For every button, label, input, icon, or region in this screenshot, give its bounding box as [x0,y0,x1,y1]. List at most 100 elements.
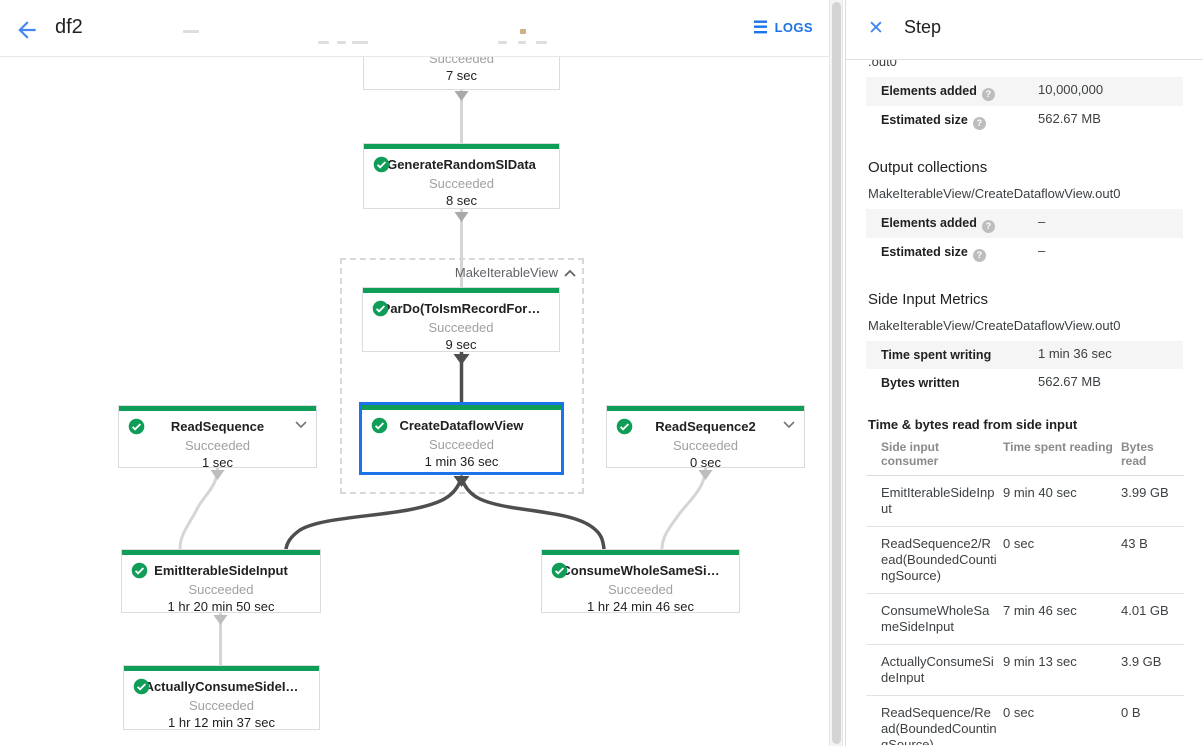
cell-bytes: 43 B [1121,526,1184,594]
cell-consumer: ConsumeWholeSameSideInput [866,593,1003,645]
job-title: df2 [55,16,83,38]
logs-list-icon: ☰ [752,18,769,37]
column-header: Bytes read [1121,436,1184,476]
side-input-read-table: Side input consumer Time spent reading B… [866,436,1184,745]
arrowhead [454,212,469,222]
node-read-sequence[interactable]: ReadSequence Succeeded 1 sec [118,405,317,470]
ghost-mark [498,41,507,44]
node-create-dataflow-view[interactable]: CreateDataflowView Succeeded 1 min 36 se… [359,402,564,475]
node-title: EmitIterableSideInput [154,563,288,578]
node-time: 9 sec [445,337,477,352]
metric-value: – [1038,214,1046,229]
node-read-sequence2[interactable]: ReadSequence2 Succeeded 0 sec [606,405,805,470]
node-time: 8 sec [445,193,478,208]
table-row: ActuallyConsumeSideInput 9 min 13 sec 3.… [866,644,1184,696]
output-collection-name: MakeIterableView/CreateDataflowView.out0 [868,186,1121,201]
step-details-panel: ✕ Step .out0 Elements added? 10,000,000 … [845,0,1203,746]
success-check-icon [133,678,150,695]
node-time: 1 hr 12 min 37 sec [168,715,275,730]
status-bar-success [122,550,320,555]
node-status: Succeeded [428,176,495,191]
success-check-icon [128,418,145,435]
node-emit-iterable-side-input[interactable]: EmitIterableSideInput Succeeded 1 hr 20 … [121,549,321,614]
chevron-down-icon[interactable] [783,421,795,429]
cell-bytes: 4.01 GB [1121,593,1184,645]
edge-cdv-to-emit [284,475,464,551]
node-status: Succeeded [428,57,495,66]
job-graph-canvas[interactable]: MakeIterableView Succeeded 7 s [0,57,829,746]
table-header-row: Side input consumer Time spent reading B… [866,436,1184,476]
node-status: Succeeded [188,698,255,713]
success-check-icon [371,417,388,434]
cell-bytes: 3.99 GB [1121,475,1184,527]
metric-label: Estimated size [881,113,968,127]
back-arrow-icon[interactable] [14,17,40,43]
success-check-icon [372,300,389,317]
node-time: 7 sec [445,68,478,83]
ghost-mark [518,41,526,44]
help-icon[interactable]: ? [981,88,995,101]
metric-row-elements-added: Elements added? 10,000,000 [866,77,1183,106]
node-time: 1 min 36 sec [424,454,499,469]
graph-scrollbar[interactable] [829,0,843,746]
group-make-iterable-view-header[interactable]: MakeIterableView [400,265,576,280]
node-consume-whole-same-side-input[interactable]: ConsumeWholeSameSi… Succeeded 1 hr 24 mi… [541,549,740,614]
node-title: ActuallyConsumeSideI… [144,679,299,694]
metric-label: Elements added [881,216,977,230]
cell-time: 9 min 13 sec [1003,644,1121,696]
node-time: 1 hr 20 min 50 sec [167,599,275,614]
output-collection-metrics: Elements added? – Estimated size? – [866,209,1183,267]
node-time: 1 hr 24 min 46 sec [587,599,694,614]
panel-body[interactable]: .out0 Elements added? 10,000,000 Estimat… [846,60,1203,745]
chevron-up-icon[interactable] [564,269,576,277]
help-icon[interactable]: ? [972,117,986,130]
help-icon[interactable]: ? [981,220,995,233]
node-pardo-toismrecord[interactable]: ParDo(ToIsmRecordFor… Succeeded 9 sec [362,287,560,352]
node-status: Succeeded [428,320,494,335]
panel-title: Step [904,17,942,37]
status-bar-success [542,550,739,555]
status-bar-success [362,405,561,410]
metric-value: 562.67 MB [1038,111,1101,126]
success-check-icon [373,156,390,173]
node-title: ParDo(ToIsmRecordFor… [381,301,541,316]
node-status: Succeeded [188,582,254,597]
node-generate-random-si-data[interactable]: GenerateRandomSIData Succeeded 8 sec [363,143,560,209]
ghost-mark [183,30,199,33]
metric-label: Time spent writing [881,348,992,362]
table-row: EmitIterableSideInput 9 min 40 sec 3.99 … [866,475,1184,527]
node-status: Succeeded [607,582,674,597]
help-icon[interactable]: ? [972,249,986,262]
cell-consumer: ReadSequence2/Read(BoundedCountingSource… [866,526,1003,594]
arrowhead [698,470,713,480]
edge-cdv-to-consume [459,475,606,551]
status-bar-success [119,406,316,411]
arrowhead [454,91,469,101]
ghost-mark [337,41,346,44]
graph-scrollbar-thumb[interactable] [832,2,841,744]
success-check-icon [616,418,633,435]
read-table-heading: Time & bytes read from side input [868,417,1078,432]
table-row: ReadSequence/Read(BoundedCountingSource)… [866,695,1184,745]
logs-button-label: LOGS [774,20,813,35]
edge-readsequence2-to-consume [660,467,707,550]
column-header: Time spent reading [1003,436,1121,476]
side-input-metrics-heading: Side Input Metrics [868,291,989,308]
node-top-clipped[interactable]: Succeeded 7 sec [363,57,560,90]
cell-time: 0 sec [1003,695,1121,745]
metric-label: Bytes written [881,376,960,390]
metric-row-estimated-size: Estimated size? 562.67 MB [866,106,1183,135]
node-actually-consume-side-input[interactable]: ActuallyConsumeSideI… Succeeded 1 hr 12 … [123,665,320,730]
metric-label: Estimated size [881,245,968,259]
cell-time: 9 min 40 sec [1003,475,1121,527]
close-icon[interactable]: ✕ [868,18,884,39]
metric-value: – [1038,243,1046,258]
column-header: Side input consumer [866,436,1003,476]
graph-edges [178,90,713,665]
logs-button[interactable]: ☰ LOGS [753,19,813,36]
status-bar-success [364,144,559,149]
chevron-down-icon[interactable] [295,421,307,429]
node-time: 1 sec [201,455,234,470]
metric-value: 10,000,000 [1038,82,1104,97]
